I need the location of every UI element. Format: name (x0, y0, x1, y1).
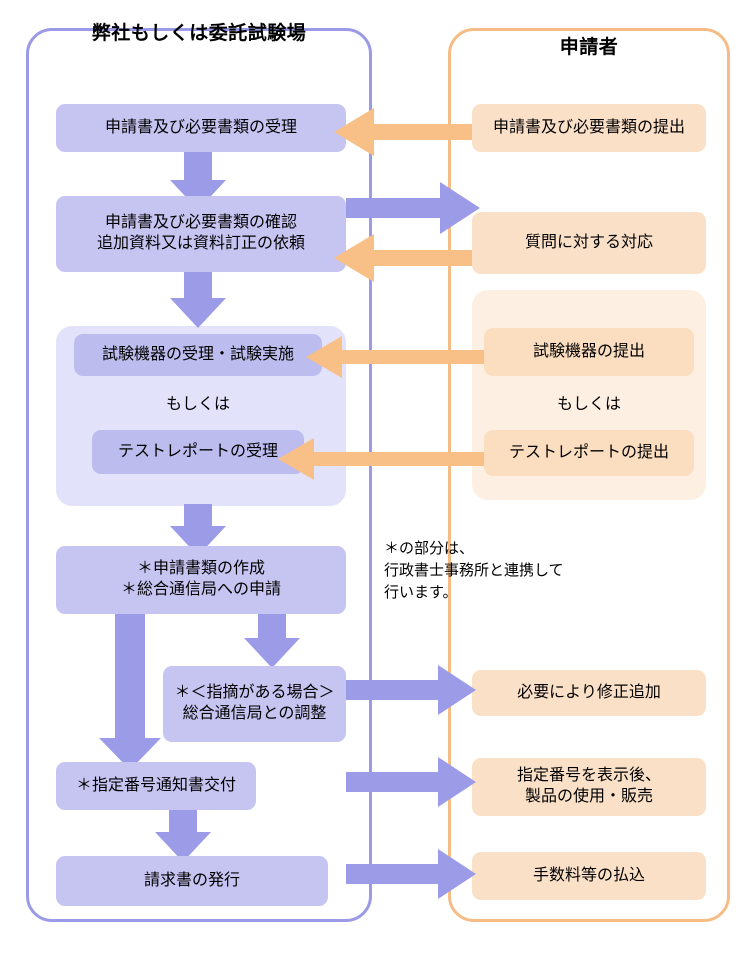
node-pay-fees[interactable]: 手数料等の払込 (472, 852, 706, 900)
node-use-and-sell[interactable]: 指定番号を表示後、 製品の使用・販売 (472, 758, 706, 816)
node-coordinate-bureau[interactable]: ＊＜指摘がある場合＞ 総合通信局との調整 (163, 666, 346, 742)
node-receive-application[interactable]: 申請書及び必要書類の受理 (56, 104, 346, 152)
node-submit-application[interactable]: 申請書及び必要書類の提出 (472, 104, 706, 152)
alt-label-left: もしくは (165, 396, 230, 413)
node-submit-equipment[interactable]: 試験機器の提出 (484, 328, 694, 376)
alt-label-right: もしくは (556, 396, 621, 413)
node-issue-invoice[interactable]: 請求書の発行 (56, 856, 328, 906)
node-submit-test-report[interactable]: テストレポートの提出 (484, 430, 694, 476)
node-prepare-documents[interactable]: ＊申請書類の作成 ＊総合通信局への申請 (56, 546, 346, 614)
page-title-company: 弊社もしくは委託試験場 (91, 23, 307, 44)
node-receive-test-report[interactable]: テストレポートの受理 (92, 430, 304, 474)
node-issue-number-notice[interactable]: ＊指定番号通知書交付 (56, 762, 256, 810)
asterisk-note: ＊の部分は、 行政書士事務所と連携して 行います。 (384, 540, 564, 601)
node-receive-equipment[interactable]: 試験機器の受理・試験実施 (74, 334, 322, 376)
page-title-applicant: 申請者 (559, 37, 619, 58)
node-revise-as-needed[interactable]: 必要により修正追加 (472, 670, 706, 716)
node-confirm-application[interactable]: 申請書及び必要書類の確認 追加資料又は資料訂正の依頼 (56, 196, 346, 272)
node-answer-questions[interactable]: 質問に対する対応 (472, 212, 706, 274)
